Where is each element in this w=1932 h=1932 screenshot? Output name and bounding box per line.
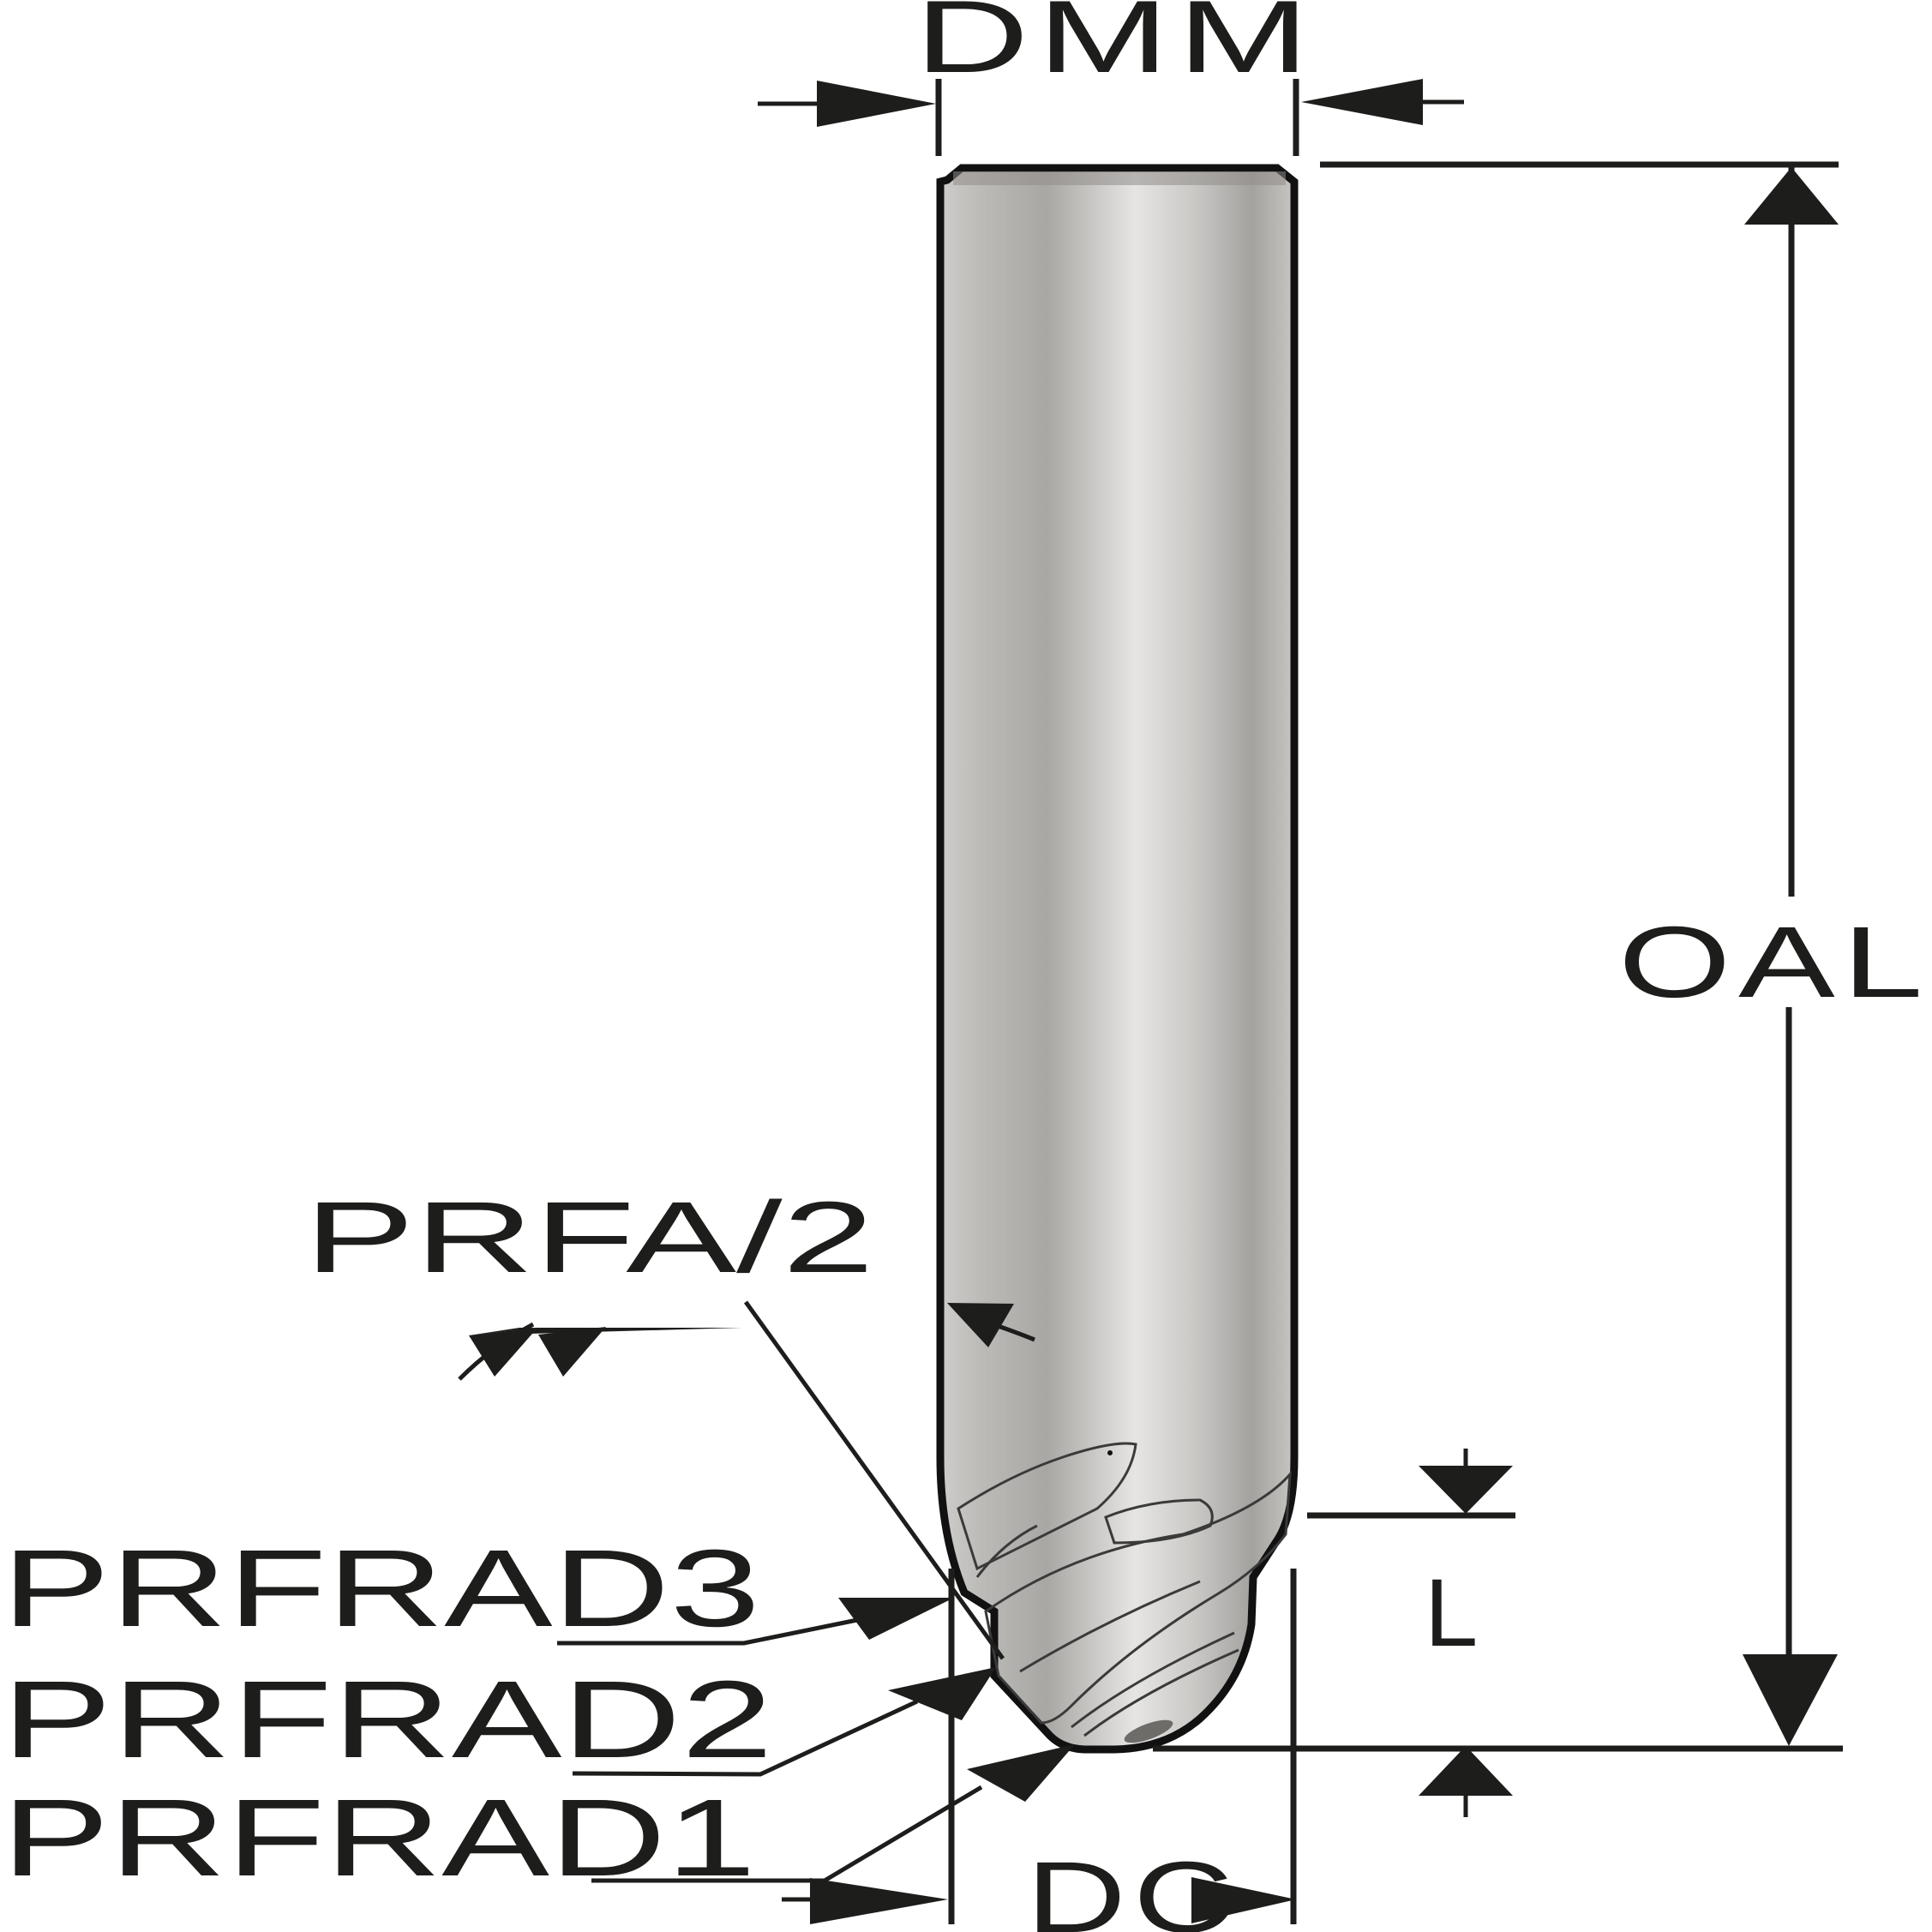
dimension-l: L [1153,1449,1843,1817]
prfrad-leaders: PRFRAD3 PRFRAD2 PRFRAD1 [2,1527,1075,1899]
arrowhead-down-icon [1419,1466,1513,1514]
label-l: L [1425,1559,1478,1666]
label-prfrad3: PRFRAD3 [2,1527,760,1650]
dimension-dc: DC [782,1569,1297,1932]
arrowhead-right-icon [810,1878,948,1924]
label-prfa-half: PRFA/2 [304,1181,874,1294]
arrowhead-up-icon [1744,167,1839,225]
label-prfrad2: PRFRAD2 [2,1659,773,1781]
shank-top-chamfer [953,171,1286,185]
shank-and-tip-outline [936,164,1299,1754]
dimension-oal: OAL [1320,161,1930,1746]
label-oal: OAL [1618,906,1930,1019]
arrowhead-left-icon [1301,79,1423,125]
dimension-dmm: DMM [758,0,1464,156]
label-dc: DC [1026,1841,1240,1932]
end-mill-tool-body [936,164,1299,1754]
arrowhead-right-icon [817,81,936,127]
arrowhead-left-icon [1191,1877,1296,1923]
arrowhead-down-icon [1743,1654,1838,1746]
dimension-prfa-half: PRFA/2 [304,1181,1035,1660]
label-dmm: DMM [915,0,1317,94]
arrowhead-up-icon [1419,1746,1513,1796]
helical-flutes [957,1442,1292,1743]
